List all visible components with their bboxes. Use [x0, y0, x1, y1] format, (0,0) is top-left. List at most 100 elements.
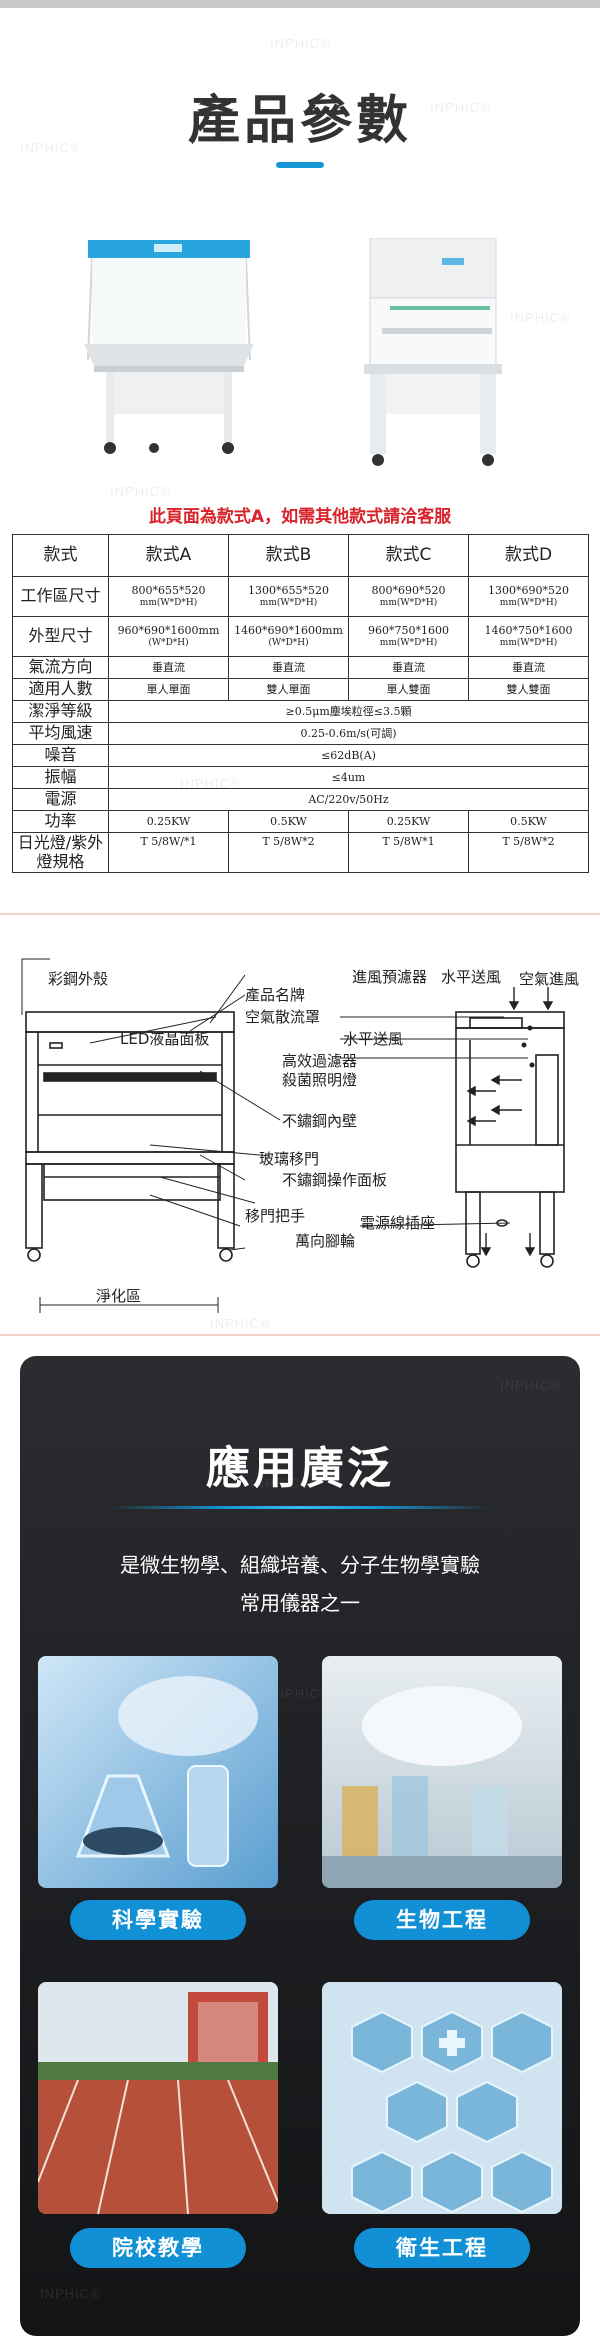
label-nameplate: 產品名牌	[245, 986, 306, 1004]
label-panel: 不鏽鋼操作面板	[282, 1171, 388, 1189]
row-label: 日光燈/紫外燈規格	[12, 832, 109, 873]
table-cell: 雙人雙面	[468, 678, 589, 701]
tile-label: 科學實驗	[70, 1900, 246, 1940]
table-cell: 單人雙面	[348, 678, 469, 701]
label-hflow2: 水平送風	[343, 1030, 404, 1048]
tile-health-image	[322, 1982, 562, 2214]
style-notice: 此頁面為款式A，如需其他款式請洽客服	[148, 507, 452, 527]
label-shell: 彩鋼外殼	[48, 970, 109, 988]
section-divider	[0, 913, 600, 915]
structure-diagram: 彩鋼外殼 產品名牌 空氣散流罩 LED液晶面板 進風預濾器 水平送風 空氣進風 …	[0, 915, 600, 1335]
table-row: 適用人數 單人單面 雙人單面 單人雙面 雙人雙面	[12, 678, 589, 701]
row-label: 工作區尺寸	[12, 576, 109, 617]
watermark: INPHIC®	[430, 100, 491, 115]
tile-label: 衛生工程	[354, 2228, 530, 2268]
table-row: 振幅 ≤4um	[12, 766, 589, 789]
watermark: INPHIC®	[210, 1316, 271, 1331]
title-divider	[110, 1506, 490, 1509]
label-hflow: 水平送風	[441, 968, 502, 986]
row-label: 振幅	[12, 766, 109, 789]
table-row: 電源 AC/220v/50Hz	[12, 788, 589, 811]
watermark: INPHIC®	[510, 310, 571, 325]
product-image-style-b	[364, 238, 502, 466]
table-cell: AC/220v/50Hz	[108, 788, 589, 811]
label-lamp: 殺菌照明燈	[282, 1071, 358, 1089]
table-cell: 垂直流	[348, 656, 469, 679]
table-cell: 0.5KW	[228, 810, 349, 833]
diagram-drawing	[21, 958, 565, 1313]
table-cell: T 5/8W*2	[468, 832, 589, 873]
tile-bio-image	[322, 1656, 562, 1888]
label-glass: 玻璃移門	[259, 1150, 320, 1168]
table-row: 外型尺寸 960*690*1600mm(W*D*H) 1460*690*1600…	[12, 616, 589, 657]
table-row: 潔淨等級 ≥0.5μm塵埃粒徑≤3.5顆	[12, 700, 589, 723]
label-socket: 電源線插座	[360, 1214, 436, 1232]
table-row: 款式 款式A 款式B 款式C 款式D	[12, 534, 589, 577]
watermark: INPHIC®	[110, 484, 171, 499]
description-line: 是微生物學、組織培養、分子生物學實驗	[120, 1553, 480, 1577]
section-description: 是微生物學、組織培養、分子生物學實驗 常用儀器之一	[20, 1546, 580, 1622]
label-prefilter: 進風預濾器	[352, 968, 428, 986]
title-underline	[276, 162, 324, 168]
tile-label: 院校教學	[70, 2228, 246, 2268]
table-cell: 0.25KW	[348, 810, 469, 833]
table-header: 款式B	[228, 534, 349, 577]
row-label: 噪音	[12, 744, 109, 767]
tile-campus-image	[38, 1982, 278, 2214]
table-row: 平均風速 0.25-0.6m/s(可調)	[12, 722, 589, 745]
label-inlet: 空氣進風	[519, 970, 580, 988]
table-header: 款式D	[468, 534, 589, 577]
row-label: 功率	[12, 810, 109, 833]
table-cell: ≤62dB(A)	[108, 744, 589, 767]
table-cell: ≤4um	[108, 766, 589, 789]
row-label: 外型尺寸	[12, 616, 109, 657]
label-hepa: 高效過濾器	[282, 1052, 358, 1070]
page-title: 產品參數	[187, 91, 412, 151]
tile-label: 生物工程	[354, 1900, 530, 1940]
table-row: 噪音 ≤62dB(A)	[12, 744, 589, 767]
table-cell: 垂直流	[468, 656, 589, 679]
table-cell: ≥0.5μm塵埃粒徑≤3.5顆	[108, 700, 589, 723]
table-cell: 1460*690*1600mm(W*D*H)	[228, 616, 349, 657]
table-cell: 雙人單面	[228, 678, 349, 701]
row-label: 氣流方向	[12, 656, 109, 679]
table-cell: T 5/8W*1	[348, 832, 469, 873]
top-bar	[0, 0, 600, 8]
label-lcd: LED液晶面板	[120, 1030, 210, 1048]
table-cell: 0.5KW	[468, 810, 589, 833]
table-row: 功率 0.25KW 0.5KW 0.25KW 0.5KW	[12, 810, 589, 833]
table-cell: 0.25KW	[108, 810, 229, 833]
watermark: INPHIC®	[500, 1378, 561, 1393]
watermark: INPHIC®	[20, 140, 81, 155]
section-divider	[0, 1334, 600, 1336]
table-cell: 垂直流	[108, 656, 229, 679]
watermark: INPHIC®	[40, 2286, 101, 2301]
table-cell: T 5/8W/*1	[108, 832, 229, 873]
table-header: 款式C	[348, 534, 469, 577]
tile-science-image	[38, 1656, 278, 1888]
row-label: 平均風速	[12, 722, 109, 745]
table-cell: 0.25-0.6m/s(可調)	[108, 722, 589, 745]
watermark: INPHIC®	[270, 36, 331, 51]
description-line: 常用儀器之一	[240, 1591, 360, 1615]
table-row: 氣流方向 垂直流 垂直流 垂直流 垂直流	[12, 656, 589, 679]
table-header: 款式A	[108, 534, 229, 577]
table-cell: 960*690*1600mm(W*D*H)	[108, 616, 229, 657]
label-zone: 淨化區	[96, 1287, 142, 1305]
table-cell: 單人單面	[108, 678, 229, 701]
table-header: 款式	[12, 534, 109, 577]
label-inner: 不鏽鋼內壁	[282, 1112, 358, 1130]
label-handle: 移門把手	[245, 1207, 306, 1225]
table-row: 日光燈/紫外燈規格 T 5/8W/*1 T 5/8W*2 T 5/8W*1 T …	[12, 832, 589, 873]
application-card: INPHIC® INPHIC® INPHIC® INPHIC® 應用廣泛 是微生…	[20, 1356, 580, 2336]
row-label: 電源	[12, 788, 109, 811]
table-cell: T 5/8W*2	[228, 832, 349, 873]
watermark: INPHIC®	[270, 1686, 331, 1701]
